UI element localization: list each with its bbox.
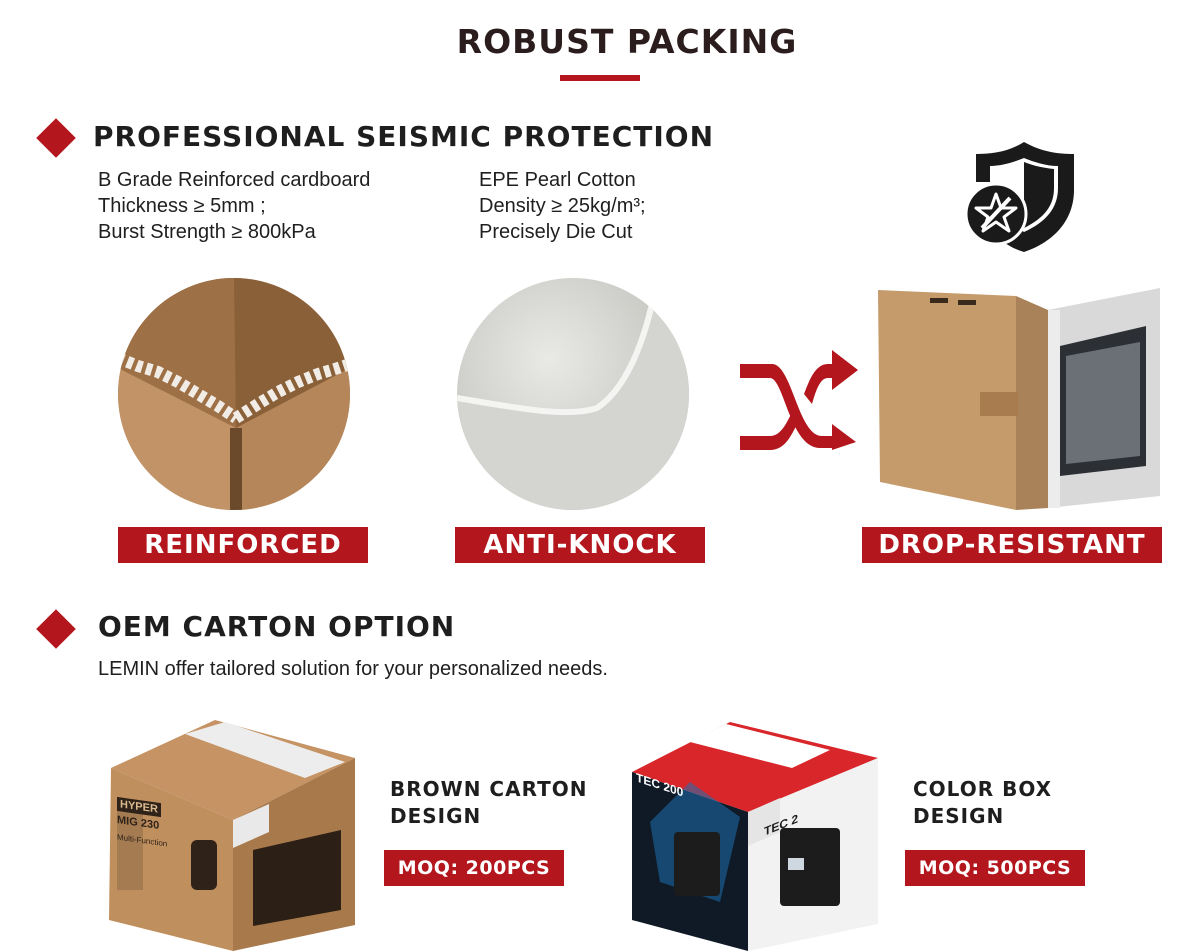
page-title: ROBUST PACKING [456, 22, 798, 61]
oem-description: LEMIN offer tailored solution for your p… [98, 658, 608, 680]
foam-spec-density: Density ≥ 25kg/m³; [479, 195, 646, 217]
drop-resistant-badge: DROP-RESISTANT [862, 527, 1162, 563]
cardboard-spec-burst: Burst Strength ≥ 800kPa [98, 221, 316, 243]
foam-spec-cut: Precisely Die Cut [479, 221, 633, 243]
color-box-title: COLOR BOX DESIGN [913, 776, 1143, 830]
cardboard-specs: B Grade Reinforced cardboard Thickness ≥… [98, 167, 370, 245]
shuffle-arrows-icon [740, 350, 858, 450]
packed-box-image [878, 288, 1160, 510]
foam-specs: EPE Pearl Cotton Density ≥ 25kg/m³; Prec… [479, 167, 646, 245]
cardboard-image [118, 278, 350, 510]
color-moq-badge: MOQ: 500PCS [905, 850, 1085, 886]
foam-image [457, 278, 689, 510]
title-underline [560, 75, 640, 81]
diamond-bullet-icon [36, 118, 76, 158]
anti-knock-badge: ANTI-KNOCK [455, 527, 705, 563]
brown-carton-image: HYPER MIG 230 Multi-Function [105, 720, 355, 951]
foam-spec-material: EPE Pearl Cotton [479, 169, 636, 191]
oem-section-title: OEM CARTON OPTION [98, 610, 456, 643]
cardboard-spec-grade: B Grade Reinforced cardboard [98, 169, 371, 191]
brown-moq-badge: MOQ: 200PCS [384, 850, 564, 886]
reinforced-badge: REINFORCED [118, 527, 368, 563]
brown-carton-title: BROWN CARTON DESIGN [390, 776, 620, 830]
color-box-title-line1: COLOR BOX [913, 777, 1053, 801]
color-box-image: TEC 200 TEC 2 [630, 722, 878, 951]
brown-carton-title-line2: DESIGN [390, 804, 482, 828]
cardboard-spec-thickness: Thickness ≥ 5mm ; [98, 195, 266, 217]
brown-carton-title-line1: BROWN CARTON [390, 777, 588, 801]
diamond-bullet-icon [36, 609, 76, 649]
shield-star-icon [964, 142, 1074, 252]
color-box-title-line2: DESIGN [913, 804, 1005, 828]
seismic-section-title: PROFESSIONAL SEISMIC PROTECTION [93, 120, 714, 153]
